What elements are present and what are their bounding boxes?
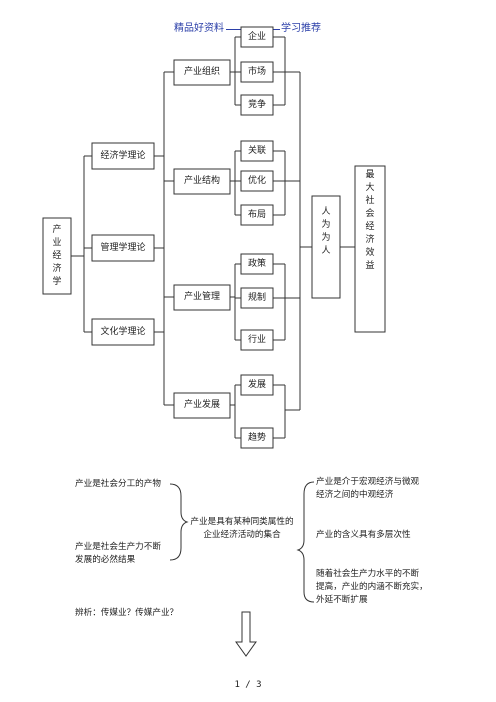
aspect-label-org: 产业组织	[183, 67, 220, 77]
sub-label-str-2: 布局	[247, 210, 266, 220]
right-note-0: 产业是介于宏观经济与微观 经济之间的中观经济	[316, 476, 440, 502]
aspect-label-mgt: 产业管理	[183, 292, 220, 302]
root-label-char: 学	[52, 277, 62, 287]
sub-label-str-1: 优化	[247, 176, 266, 186]
root-label-char: 产	[52, 225, 62, 235]
goal-label-char: 济	[365, 235, 375, 245]
page-indicator: 1 / 3	[234, 680, 262, 690]
sub-label-mgt-0: 政策	[247, 259, 266, 269]
left-note-1: 产业是社会生产力不断 发展的必然结果	[75, 541, 185, 567]
aspect-label-dev: 产业发展	[183, 400, 220, 410]
root-label-char: 济	[52, 264, 62, 274]
person-label-char: 人	[321, 246, 331, 256]
goal-label-char: 大	[365, 183, 375, 193]
question-text: 辨析：传媒业？传媒产业？	[75, 608, 179, 618]
root-label-char: 业	[52, 238, 62, 248]
goal-label-char: 会	[365, 209, 375, 219]
root-label-char: 经	[52, 251, 62, 261]
center-note-line-0: 产业是具有某种同类属性的	[190, 517, 294, 527]
sub-label-org-2: 竞争	[247, 100, 266, 110]
goal-box	[354, 165, 386, 333]
right-note-0-line-0: 产业是介于宏观经济与微观	[316, 477, 420, 487]
theory-label-culture: 文化学理论	[100, 327, 146, 337]
right-note-2-line-1: 提高，产业的内涵不断充实，	[316, 582, 428, 592]
sub-label-mgt-1: 规制	[247, 293, 266, 303]
person-box	[311, 195, 341, 299]
theory-box-management	[91, 234, 155, 262]
theory-label-management: 管理学理论	[100, 243, 146, 253]
theory-label-economics: 经济学理论	[100, 151, 146, 161]
right-note-1: 产业的含义具有多层次性	[316, 529, 440, 542]
left-note-1-line-1: 发展的必然结果	[75, 555, 136, 565]
root-label: 产业经济学	[50, 224, 64, 289]
right-note-2: 随着社会生产力水平的不断 提高，产业的内涵不断充实， 外延不断扩展	[316, 568, 440, 607]
header-right: 学习推荐	[281, 23, 321, 34]
left-note-0-line: 产业是社会分工的产物	[75, 479, 161, 489]
person-label-char: 为	[321, 233, 331, 243]
center-note: 产业是具有某种同类属性的 企业经济活动的集合	[188, 516, 296, 542]
goal-label: 最大社会经济效益	[363, 169, 377, 273]
person-label-char: 人	[321, 207, 331, 217]
sub-label-org-1: 市场	[247, 67, 266, 77]
right-note-0-line-1: 经济之间的中观经济	[316, 490, 394, 500]
sub-label-mgt-2: 行业	[247, 335, 266, 345]
sub-label-dev-1: 趋势	[247, 433, 266, 443]
aspect-label-str: 产业结构	[183, 176, 220, 186]
header-left: 精品好资料	[174, 23, 224, 34]
goal-label-char: 社	[365, 196, 375, 206]
person-label-char: 为	[321, 220, 331, 230]
person-label: 人为为人	[319, 206, 333, 258]
right-note-1-line: 产业的含义具有多层次性	[316, 530, 411, 540]
goal-label-char: 最	[365, 170, 375, 180]
left-note-0: 产业是社会分工的产物	[75, 478, 185, 491]
goal-label-char: 益	[365, 261, 375, 271]
center-note-line-1: 企业经济活动的集合	[203, 530, 281, 540]
goal-label-char: 经	[365, 222, 375, 232]
right-note-2-line-0: 随着社会生产力水平的不断	[316, 569, 420, 579]
left-note-1-line-0: 产业是社会生产力不断	[75, 542, 161, 552]
sub-label-org-0: 企业	[247, 32, 266, 42]
right-note-2-line-2: 外延不断扩展	[316, 595, 368, 605]
theory-box-economics	[91, 142, 155, 170]
goal-label-char: 效	[365, 248, 375, 258]
sub-label-dev-0: 发展	[247, 380, 266, 390]
sub-label-str-0: 关联	[247, 146, 266, 156]
